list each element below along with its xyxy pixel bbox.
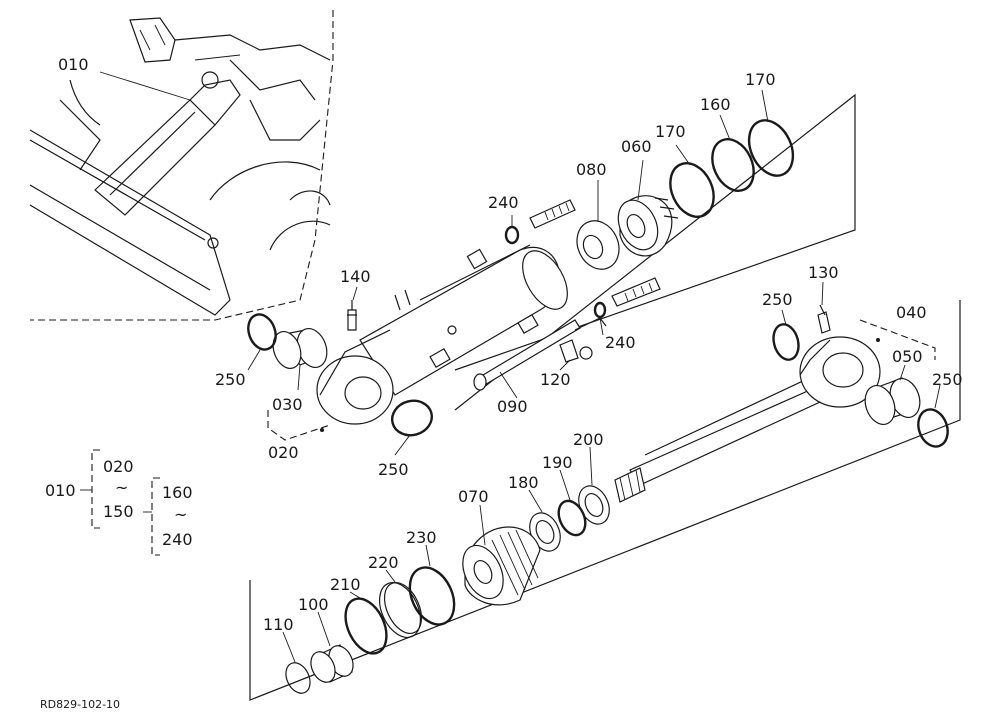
callout-230: 230 xyxy=(406,528,437,547)
inset-tractor-detail xyxy=(29,10,334,321)
callout-120: 120 xyxy=(540,370,571,389)
part-050-bushing xyxy=(864,377,921,425)
callout-250-b: 250 xyxy=(378,460,409,479)
part-250-ring-c xyxy=(772,323,800,361)
legend-group2-bottom: 240 xyxy=(162,530,193,549)
legend: 010 020 ~ 150 160 ~ 240 xyxy=(45,457,193,549)
callout-170-b: 170 xyxy=(745,70,776,89)
legend-group2-top: 160 xyxy=(162,483,193,502)
part-250-ring-d xyxy=(917,408,949,448)
callout-170-a: 170 xyxy=(655,122,686,141)
callout-160: 160 xyxy=(700,95,731,114)
legend-group1-top: 020 xyxy=(103,457,134,476)
callout-190: 190 xyxy=(542,453,573,472)
head-parts xyxy=(473,119,795,391)
callout-250-c: 250 xyxy=(762,290,793,309)
callout-250-a: 250 xyxy=(215,370,246,389)
legend-group1-tilde: ~ xyxy=(115,478,128,497)
callout-240-mid: 240 xyxy=(605,333,636,352)
legend-brackets xyxy=(80,449,160,556)
cylinder-tube xyxy=(316,244,568,425)
callout-210: 210 xyxy=(330,575,361,594)
part-250-ring-a xyxy=(247,313,277,351)
legend-group1-bottom: 150 xyxy=(103,502,134,521)
part-030-bushing xyxy=(272,328,328,369)
callout-130: 130 xyxy=(808,263,839,282)
callout-030: 030 xyxy=(272,395,303,414)
callout-090: 090 xyxy=(497,397,528,416)
part-250-ring-b xyxy=(390,399,434,437)
callout-200: 200 xyxy=(573,430,604,449)
callout-100: 100 xyxy=(298,595,329,614)
callout-labels: 010 240 080 060 170 160 170 140 250 030 … xyxy=(58,55,963,634)
diagram-code: RD829-102-10 xyxy=(40,698,120,711)
leader-lines xyxy=(99,71,941,663)
callout-040: 040 xyxy=(896,303,927,322)
callout-050: 050 xyxy=(892,347,923,366)
callout-110: 110 xyxy=(263,615,294,634)
piston-rod xyxy=(614,304,881,503)
callout-240-top: 240 xyxy=(488,193,519,212)
callout-140: 140 xyxy=(340,267,371,286)
legend-group2-tilde: ~ xyxy=(174,505,187,524)
callout-010: 010 xyxy=(58,55,89,74)
callout-020: 020 xyxy=(268,443,299,462)
callout-060: 060 xyxy=(621,137,652,156)
piston-parts xyxy=(285,485,610,694)
callout-070: 070 xyxy=(458,487,489,506)
rod-zone-outline xyxy=(249,300,961,701)
legend-root: 010 xyxy=(45,481,76,500)
callout-180: 180 xyxy=(508,473,539,492)
callout-220: 220 xyxy=(368,553,399,572)
callout-080: 080 xyxy=(576,160,607,179)
callout-250-d: 250 xyxy=(932,370,963,389)
